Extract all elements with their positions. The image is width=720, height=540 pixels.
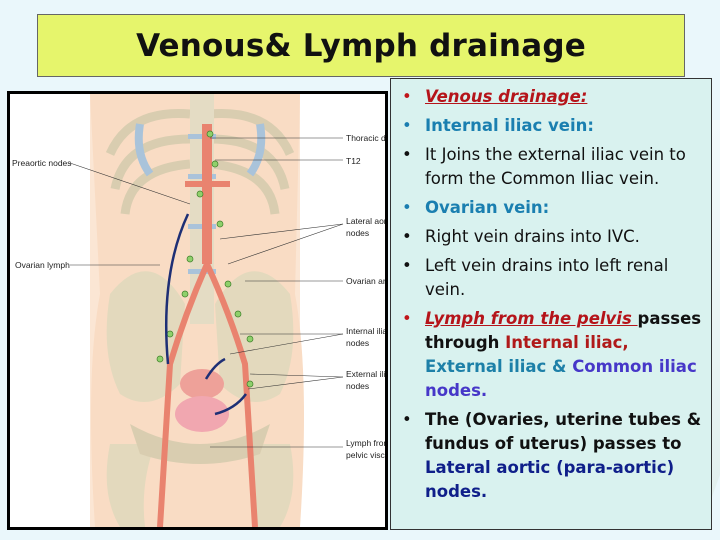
text-lateral-aortic: Lateral aortic (para-aortic) nodes. <box>425 458 675 501</box>
bullet-ovarian-vein: Ovarian vein: <box>399 196 705 220</box>
label-ovarian-artery: Ovarian artery <box>346 276 385 286</box>
label-lateral-aortic-nodes: Lateral aortic <box>346 216 385 226</box>
title-box: Venous& Lymph drainage <box>37 14 685 77</box>
text-joins: It Joins the external iliac vein to form… <box>425 145 686 188</box>
label-lateral-aortic-nodes-2: nodes <box>346 228 369 238</box>
anatomy-figure: Thoracic duct T12 Preaortic nodes Latera… <box>7 91 388 530</box>
label-preaortic-nodes: Preaortic nodes <box>12 158 72 168</box>
label-lymph-pelvic-viscera-2: pelvic viscera <box>346 450 385 460</box>
pelvic-lymph-illustration: Thoracic duct T12 Preaortic nodes Latera… <box>10 94 385 527</box>
label-lymph-pelvic-viscera: Lymph from <box>346 438 385 448</box>
bullet-lymph-pelvis: Lymph from the pelvis passes through Int… <box>399 307 705 403</box>
heading-lymph-pelvis: Lymph from the pelvis <box>425 309 638 328</box>
label-internal-iliac-nodes-2: nodes <box>346 338 369 348</box>
label-t12: T12 <box>346 156 361 166</box>
bullet-internal-iliac-vein: Internal iliac vein: <box>399 114 705 138</box>
heading-ovarian-vein: Ovarian vein: <box>425 198 550 217</box>
label-thoracic-duct: Thoracic duct <box>346 133 385 143</box>
bullet-venous-drainage: Venous drainage: <box>399 85 705 109</box>
text-ovaries: The (Ovaries, uterine tubes & fundus of … <box>425 410 702 453</box>
bullet-ovaries: The (Ovaries, uterine tubes & fundus of … <box>399 408 705 504</box>
heading-internal-iliac-vein: Internal iliac vein: <box>425 116 594 135</box>
slide-title: Venous& Lymph drainage <box>136 27 586 64</box>
text-ampersand: & <box>552 357 573 376</box>
text-internal-iliac: Internal iliac, <box>505 333 629 352</box>
text-right-vein: Right vein drains into IVC. <box>425 227 640 246</box>
label-internal-iliac-nodes: Internal iliac <box>346 326 385 336</box>
bullet-left-vein: Left vein drains into left renal vein. <box>399 254 705 302</box>
text-passes-through: passes through <box>425 309 702 352</box>
bullet-joins: It Joins the external iliac vein to form… <box>399 143 705 191</box>
bullet-list: Venous drainage: Internal iliac vein: It… <box>391 79 711 504</box>
label-external-iliac-nodes-2: nodes <box>346 381 369 391</box>
notes-textbox: Venous drainage: Internal iliac vein: It… <box>390 78 712 530</box>
heading-venous-drainage: Venous drainage: <box>425 87 588 106</box>
text-common-iliac: Common iliac nodes. <box>425 357 697 400</box>
label-external-iliac-nodes: External iliac <box>346 369 385 379</box>
label-ovarian-lymph: Ovarian lymph <box>15 260 70 270</box>
text-left-vein: Left vein drains into left renal vein. <box>425 256 669 299</box>
bullet-right-vein: Right vein drains into IVC. <box>399 225 705 249</box>
text-external-iliac: External iliac <box>425 357 553 376</box>
